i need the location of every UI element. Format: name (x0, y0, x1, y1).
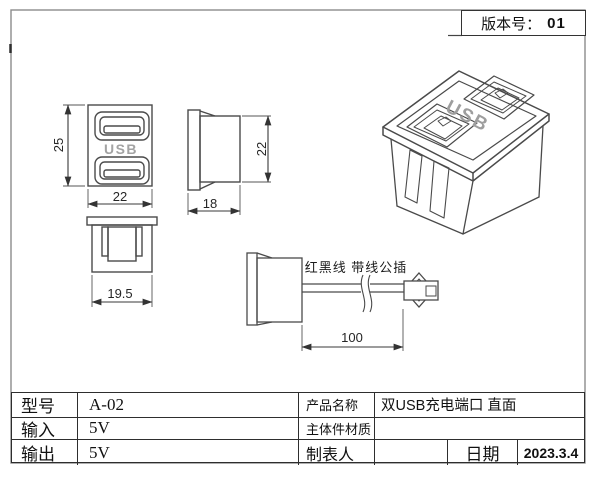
dim-front-height: 25 (50, 137, 66, 153)
side-flange (187, 109, 201, 191)
input-label-cell: 输入 (12, 417, 78, 439)
front-usb-port-top (94, 111, 150, 141)
date-label-cell: 日期 (448, 440, 518, 465)
input-value-cell: 5V (78, 417, 299, 439)
title-block-row-3: 输出 5V 制表人 日期 2023.3.4 (12, 440, 584, 465)
preparer-label-cell: 制表人 (299, 440, 375, 465)
iso-usb-slot-front (406, 103, 478, 148)
cable-view-dimensions (301, 309, 404, 351)
iso-body (390, 125, 544, 235)
material-label-cell: 主体件材质 (299, 417, 375, 439)
front-view (87, 104, 153, 187)
output-value-cell: 5V (78, 440, 299, 465)
dim-bottom-width: 19.5 (107, 286, 133, 301)
version-value: 01 (547, 14, 566, 32)
product-name-value-cell: 双USB充电端口 直面 (381, 398, 517, 415)
date-value-cell: 2023.3.4 (523, 444, 579, 461)
cable-port-flange (246, 252, 258, 326)
bottom-view (86, 216, 158, 273)
dim-side-depth: 18 (202, 196, 218, 211)
version-box: 版本号： 01 (461, 10, 586, 36)
preparer-value-cell (375, 440, 448, 465)
bottom-view-dimensions (91, 275, 153, 307)
output-label-cell: 输出 (12, 440, 78, 465)
dim-side-height: 22 (253, 141, 269, 157)
title-block-row-1: 型号 A-02 产品名称 双USB充电端口 直面 (12, 393, 584, 418)
side-view-dimensions (187, 115, 272, 215)
product-name-label-cell: 产品名称 (299, 393, 375, 417)
front-view-dimensions (63, 104, 153, 208)
side-view (187, 109, 241, 191)
material-value-cell (375, 418, 584, 440)
version-label: 版本号： (481, 15, 542, 33)
side-body (199, 115, 241, 183)
model-value-cell: A-02 (78, 393, 299, 417)
cable-break-symbol (360, 274, 373, 313)
iso-usb-slot-back (463, 75, 535, 120)
title-block-row-2: 输入 5V 主体件材质 (12, 417, 584, 440)
iso-flange (382, 70, 550, 182)
model-label-cell: 型号 (12, 393, 78, 417)
dim-front-width: 22 (112, 189, 128, 204)
iso-view (382, 70, 550, 235)
cable-annotation: 红黑线 带线公插 (304, 259, 408, 275)
title-block: 型号 A-02 产品名称 双USB充电端口 直面 输入 5V 主体件材质 输出 … (11, 392, 585, 465)
front-usb-label: USB (103, 140, 139, 157)
male-connector (403, 272, 439, 308)
bottom-usb-tongue (107, 226, 137, 262)
front-outline (87, 104, 153, 187)
cable-view (246, 252, 439, 326)
bottom-flange (86, 216, 158, 226)
cable-port-body (256, 257, 303, 323)
bottom-body (91, 224, 153, 273)
iso-snap-clip-left (404, 149, 423, 204)
iso-snap-clip-right (429, 160, 450, 219)
cable-wire (302, 283, 405, 293)
front-usb-port-bottom (94, 156, 150, 185)
dim-cable-length: 100 (341, 329, 363, 345)
